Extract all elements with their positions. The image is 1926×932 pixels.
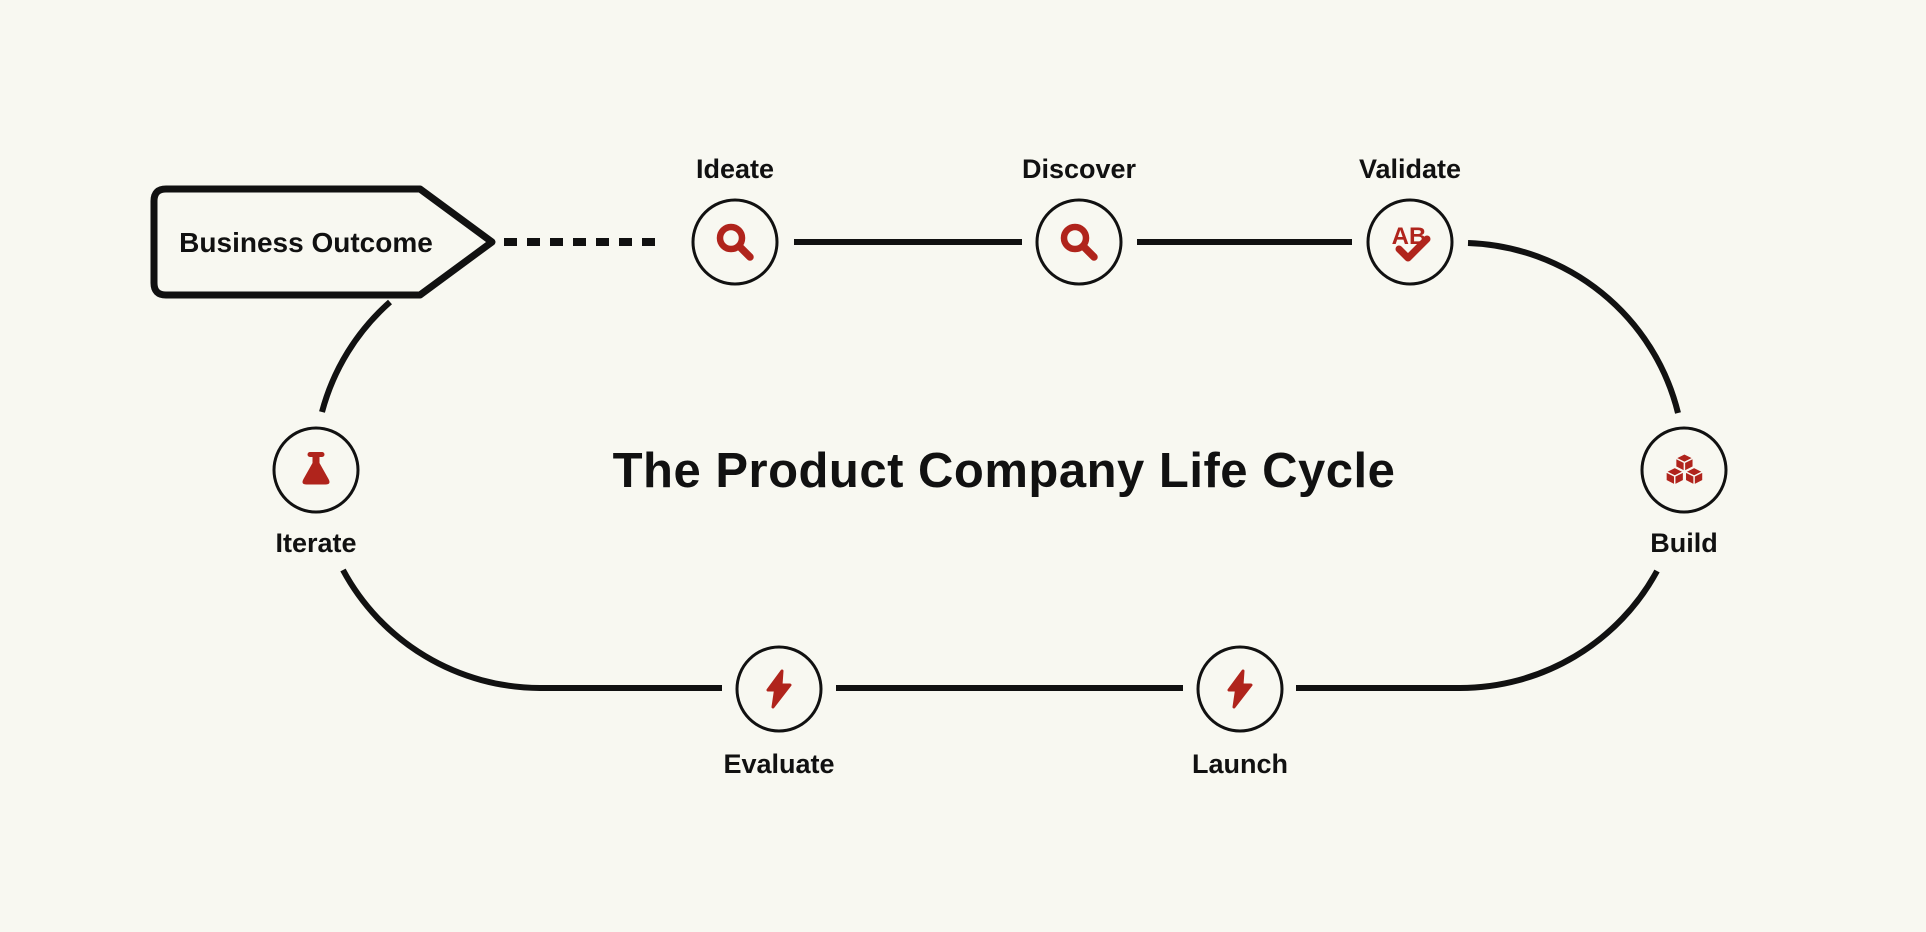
connector-validate-build — [1467, 240, 1681, 414]
ab-test-check-icon: AB — [1392, 223, 1431, 262]
discover-label: Discover — [1022, 154, 1137, 184]
node-discover: Discover — [1022, 154, 1137, 286]
node-evaluate: Evaluate — [723, 645, 835, 779]
lightning-icon — [766, 669, 792, 709]
ideate-label: Ideate — [696, 154, 774, 184]
discover-circle — [1035, 198, 1123, 286]
launch-label: Launch — [1192, 749, 1288, 779]
evaluate-label: Evaluate — [723, 749, 834, 779]
node-iterate: Iterate — [272, 426, 360, 558]
start-node-business-outcome: Business Outcome — [150, 185, 496, 299]
validate-circle — [1366, 198, 1454, 286]
magnifier-icon — [716, 223, 754, 261]
business-outcome-label: Business Outcome — [179, 227, 433, 258]
iterate-label: Iterate — [275, 528, 356, 558]
connector-iterate-start — [319, 299, 392, 413]
magnifier-icon — [1060, 223, 1098, 261]
node-ideate: Ideate — [691, 154, 779, 286]
flask-icon — [302, 452, 330, 485]
lightning-icon — [1227, 669, 1253, 709]
ideate-circle — [691, 198, 779, 286]
validate-label: Validate — [1359, 154, 1461, 184]
build-label: Build — [1650, 528, 1718, 558]
diagram-title: The Product Company Life Cycle — [613, 444, 1396, 498]
cubes-icon — [1665, 453, 1704, 486]
connector-build-launch — [1296, 569, 1660, 691]
node-launch: Launch — [1192, 645, 1288, 779]
business-outcome-box — [150, 185, 496, 299]
connector-evaluate-iterate — [340, 568, 722, 691]
loop-connectors — [319, 238, 1681, 691]
node-validate: Validate AB — [1359, 154, 1461, 286]
node-build: Build — [1640, 426, 1728, 558]
